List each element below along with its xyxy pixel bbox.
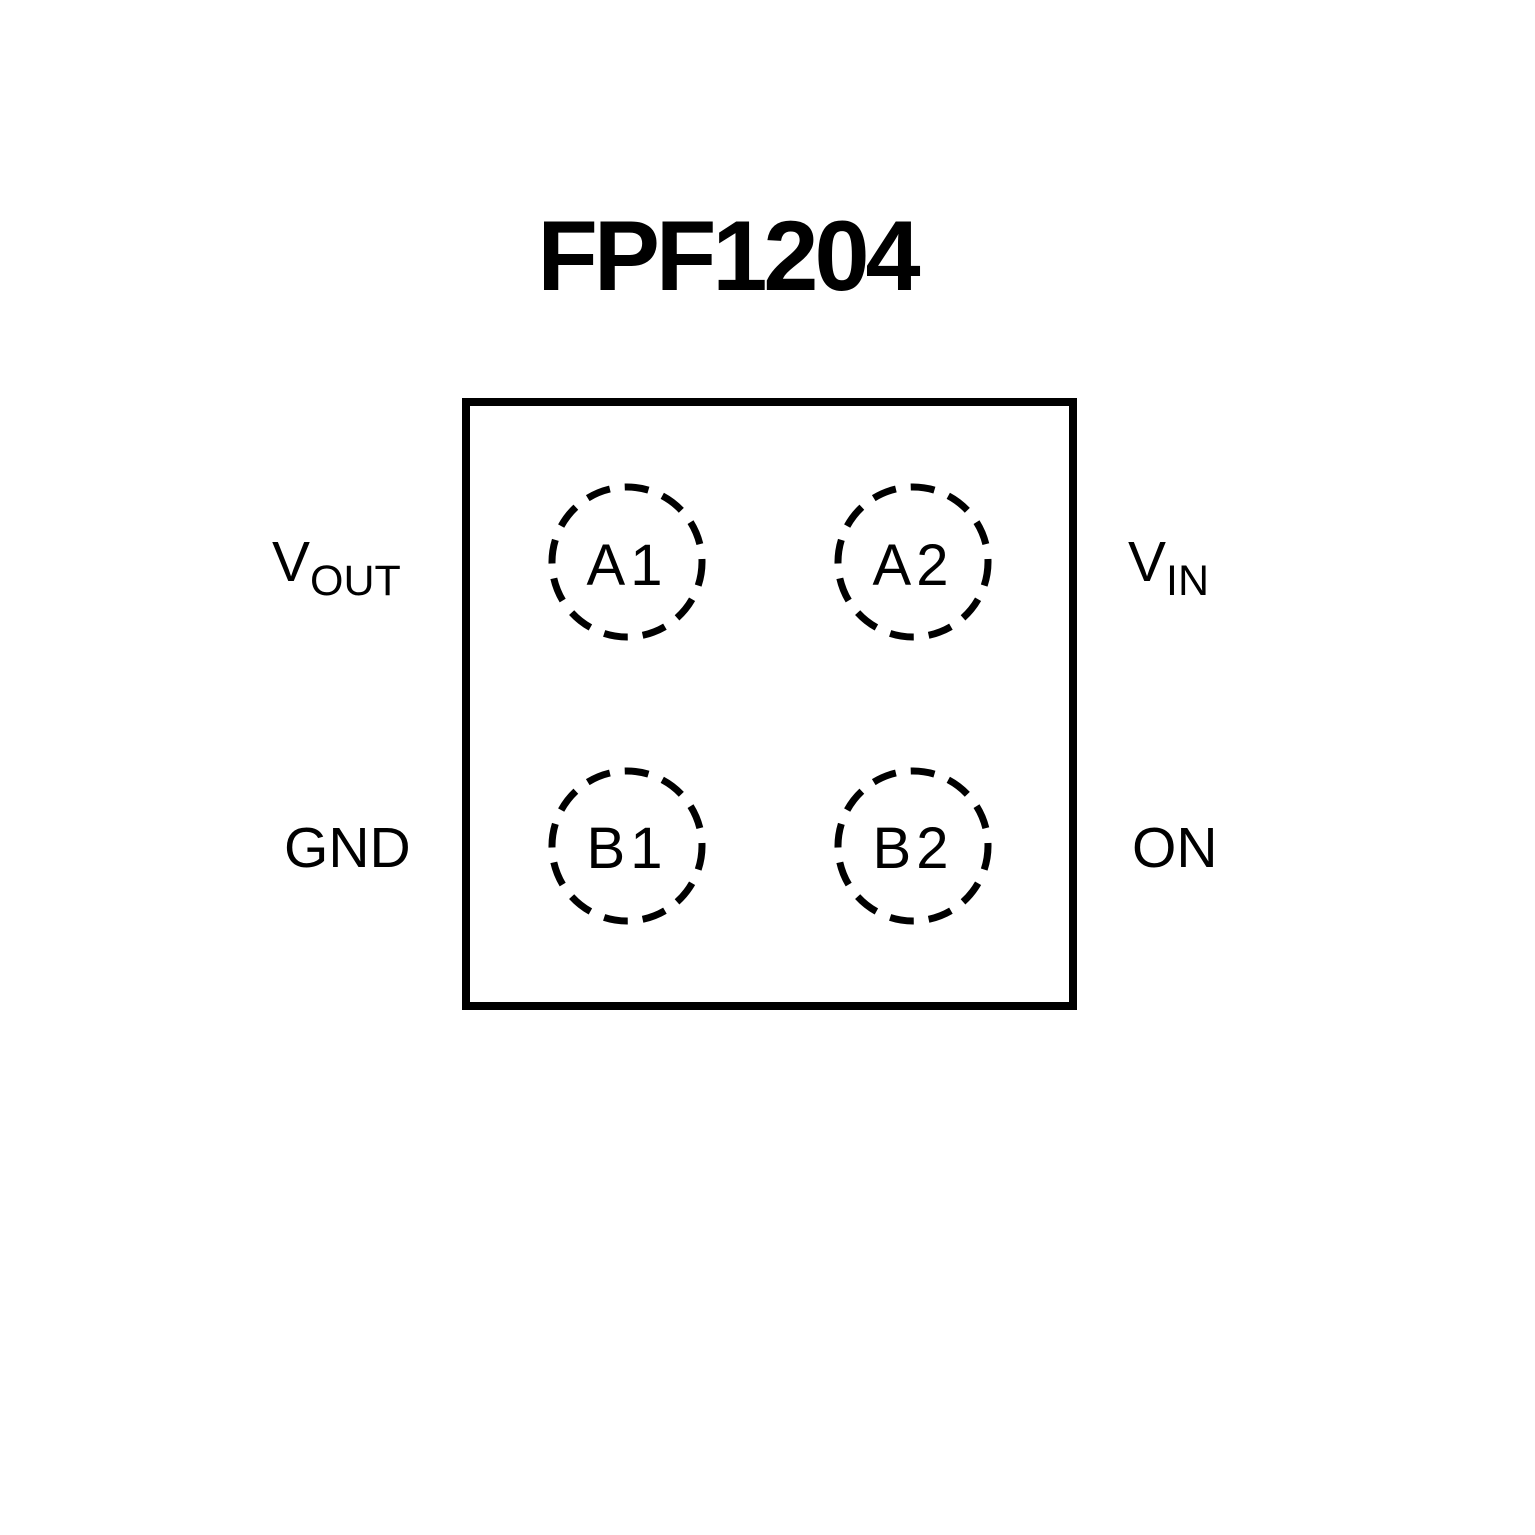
pin-label-vout-main: V	[272, 530, 311, 594]
pin-label-on: ON	[1132, 820, 1218, 889]
pad-circle-a2	[834, 483, 992, 641]
pad-circles-layer	[548, 483, 992, 925]
pad-circle-b1	[548, 767, 706, 925]
package-outline	[462, 398, 1077, 1010]
pin-label-vin-main: V	[1128, 530, 1167, 594]
pin-label-vout-sub: OUT	[310, 557, 401, 605]
pad-label-b1: B1	[586, 816, 668, 881]
pin-label-gnd: GND	[284, 820, 411, 889]
pin-label-gnd-main: GND	[284, 816, 411, 880]
pin-label-vout: VOUT	[272, 534, 401, 603]
pin-label-vin: VIN	[1128, 534, 1209, 603]
pad-label-b2: B2	[872, 816, 954, 881]
pad-label-a1: A1	[586, 533, 668, 598]
pad-circle-a1	[548, 483, 706, 641]
part-number-title: FPF1204	[537, 200, 920, 311]
pad-label-a2: A2	[872, 533, 954, 598]
pin-label-vin-sub: IN	[1166, 557, 1210, 605]
pad-circle-b2	[834, 767, 992, 925]
pin-label-on-main: ON	[1132, 816, 1218, 880]
